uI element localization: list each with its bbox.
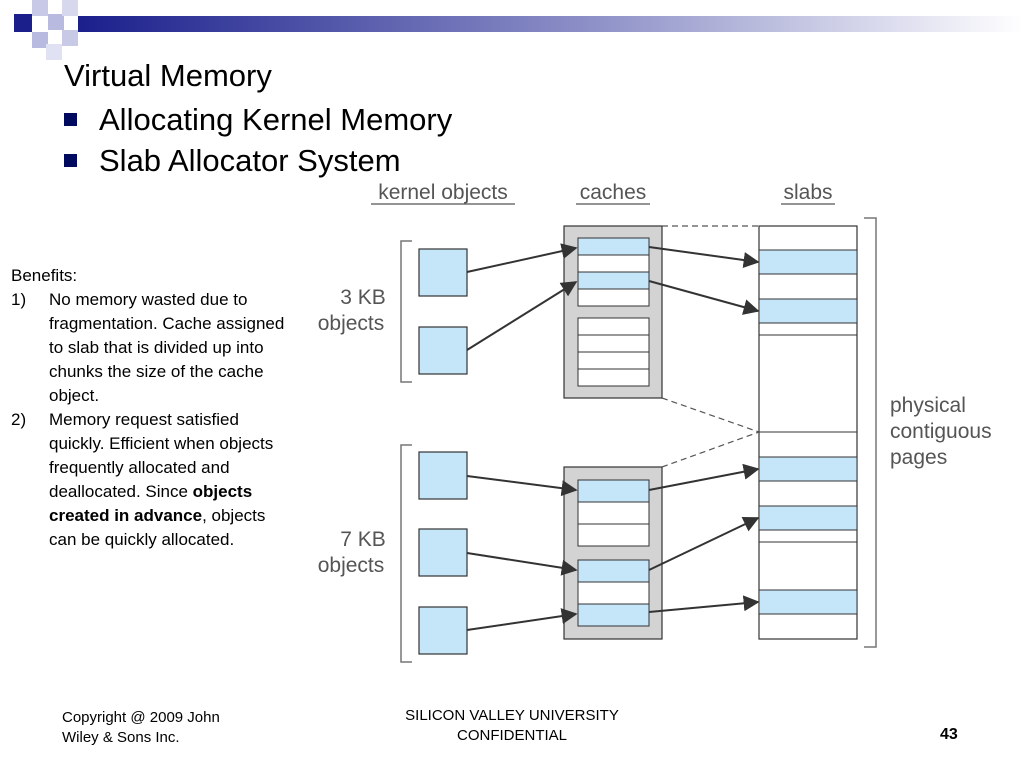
header-kernel-objects: kernel objects <box>378 181 508 204</box>
header-slabs: slabs <box>783 181 832 204</box>
arrow <box>466 243 578 273</box>
label-7kb: 7 KB <box>340 528 386 551</box>
header-square <box>32 32 48 48</box>
arrow <box>466 552 578 576</box>
copyright-line: Wiley & Sons Inc. <box>62 729 180 746</box>
arrow <box>466 475 578 497</box>
cache-chunk-free <box>577 288 650 307</box>
arrow <box>648 246 760 268</box>
bracket-pages <box>864 217 877 648</box>
arrow <box>648 463 760 491</box>
cache-chunk-free <box>577 351 650 370</box>
cache-chunk-free <box>577 254 650 273</box>
bracket-3kb <box>400 240 412 383</box>
cache-chunk-free <box>577 581 650 605</box>
benefit-text: No memory wasted due to fragmentation. C… <box>49 290 285 405</box>
header-gradient-bar <box>78 16 1024 32</box>
label-contiguous: contiguous <box>890 420 992 443</box>
header-square <box>46 44 62 60</box>
square-bullet-icon <box>64 154 77 167</box>
slab-page-used <box>758 505 858 531</box>
label-7kb-objects: objects <box>318 554 385 577</box>
cache-chunk-used <box>577 603 650 627</box>
bullet-text: Slab Allocator System <box>99 143 401 178</box>
kernel-object-7kb <box>418 606 468 655</box>
kernel-object-3kb <box>418 326 468 375</box>
header-square <box>48 14 64 30</box>
footer-confidential: SILICON VALLEY UNIVERSITY CONFIDENTIAL <box>372 706 652 746</box>
cache-chunk-used <box>577 237 650 256</box>
confidential-line: SILICON VALLEY UNIVERSITY <box>405 707 619 724</box>
bullet-allocating-kernel-memory: Allocating Kernel Memory <box>64 102 452 138</box>
dashed-connector <box>661 397 760 433</box>
cache-chunk-used <box>577 559 650 583</box>
cache-chunk-used <box>577 271 650 290</box>
kernel-object-7kb <box>418 528 468 577</box>
bullet-text: Allocating Kernel Memory <box>99 102 453 137</box>
benefits-list: Benefits: 1) No memory wasted due to fra… <box>11 264 296 552</box>
slab-page-used <box>758 298 858 324</box>
cache-chunk-free <box>577 501 650 525</box>
slab-page-used <box>758 249 858 275</box>
cache-chunk-free <box>577 523 650 547</box>
header-decoration <box>14 0 1024 60</box>
cache-chunk-free <box>577 368 650 387</box>
arrow <box>648 595 760 613</box>
benefit-text: Memory request satisfied quickly. Effici… <box>49 410 274 501</box>
copyright-line: Copyright @ 2009 John <box>62 709 220 726</box>
header-square <box>62 30 78 46</box>
arrow <box>648 280 760 315</box>
kernel-object-7kb <box>418 451 468 500</box>
header-square <box>14 14 32 32</box>
header-square <box>62 0 78 16</box>
footer-copyright: Copyright @ 2009 John Wiley & Sons Inc. <box>62 708 220 748</box>
label-3kb-objects: objects <box>318 312 385 335</box>
kernel-object-3kb <box>418 248 468 297</box>
label-3kb: 3 KB <box>340 286 386 309</box>
header-square <box>32 0 48 16</box>
square-bullet-icon <box>64 113 77 126</box>
header-caches: caches <box>580 181 647 204</box>
cache-chunk-free <box>577 317 650 336</box>
confidential-line: CONFIDENTIAL <box>456 727 567 744</box>
arrow <box>648 516 760 571</box>
benefit-number: 2) <box>11 410 27 429</box>
slide-title: Virtual Memory <box>64 58 272 93</box>
page-number: 43 <box>940 726 958 743</box>
label-pages: pages <box>890 446 947 469</box>
label-physical: physical <box>890 394 966 417</box>
benefits-heading: Benefits: <box>11 266 78 285</box>
dashed-connector <box>661 431 760 468</box>
slab-page-used <box>758 589 858 615</box>
benefit-item: 1) No memory wasted due to fragmentation… <box>11 288 296 408</box>
benefit-text: , objects can be quickly allocated. <box>49 506 266 549</box>
arrow <box>466 281 578 351</box>
benefit-item: 2) Memory request satisfied quickly. Eff… <box>11 408 296 552</box>
arrow <box>466 608 578 631</box>
benefit-number: 1) <box>11 290 27 309</box>
cache-chunk-used <box>577 479 650 503</box>
slab-page-used <box>758 456 858 482</box>
benefit-bold-text: objects created in advance <box>49 482 253 525</box>
bullet-slab-allocator: Slab Allocator System <box>64 143 401 179</box>
bracket-7kb <box>400 444 412 663</box>
cache-chunk-free <box>577 334 650 353</box>
